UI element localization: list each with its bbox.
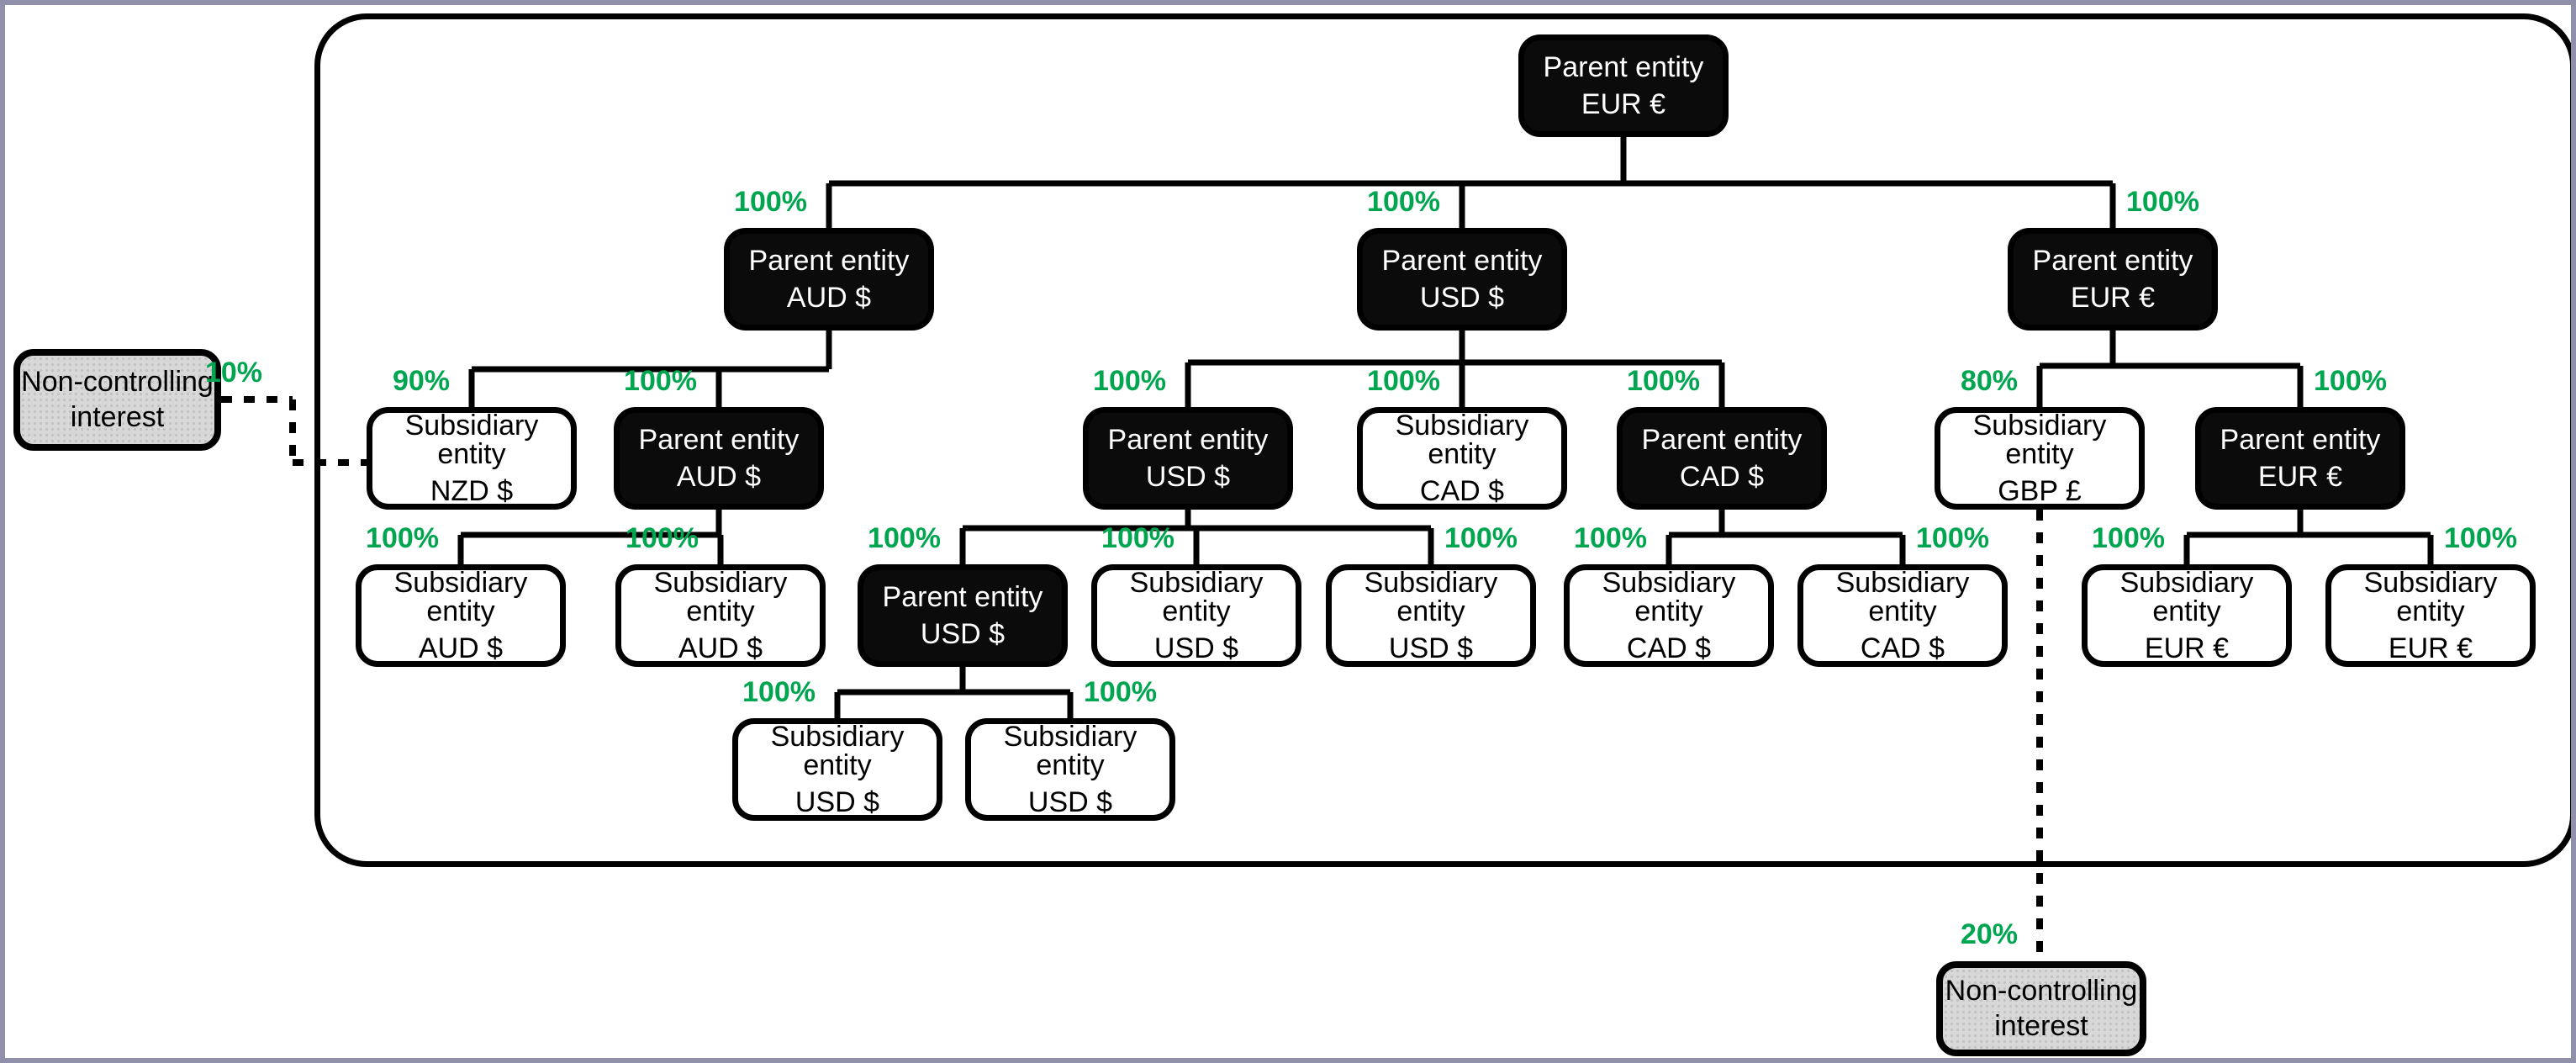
- nci-label-line2: interest: [1994, 1009, 2088, 1042]
- entity-type-label: Subsidiary entity: [404, 410, 539, 470]
- entity-type-label: Parent entity: [1543, 51, 1704, 83]
- entity-currency-label: CAD $: [1419, 475, 1505, 507]
- entity-currency-label: EUR €: [2257, 461, 2343, 493]
- ownership-pct-subaud1: 100%: [366, 522, 439, 554]
- entity-currency-label: CAD $: [1679, 461, 1765, 493]
- ownership-pct-nzd: 90%: [392, 365, 450, 397]
- entity-currency-label: USD $: [1145, 461, 1231, 493]
- entity-currency-label: NZD $: [430, 475, 514, 507]
- ownership-pct-eur: 100%: [2126, 186, 2199, 218]
- ownership-pct-usdp2: 100%: [868, 522, 941, 554]
- ownership-pct-usdc: 100%: [1093, 365, 1166, 397]
- entity-type-label: Subsidiary entity: [1364, 567, 1498, 627]
- entity-type-label: Subsidiary entity: [393, 567, 528, 627]
- ownership-pct-eurp: 100%: [2314, 365, 2387, 397]
- entity-type-label: Parent entity: [638, 424, 800, 456]
- entity-type-label: Subsidiary entity: [1129, 567, 1264, 627]
- ownership-pct-usd: 100%: [1367, 186, 1440, 218]
- nci-label-line2: interest: [70, 400, 165, 433]
- entity-currency-label: USD $: [920, 618, 1006, 650]
- entity-type-label: Subsidiary entity: [1835, 567, 1970, 627]
- entity-currency-label: AUD $: [418, 632, 504, 664]
- group-boundary-frame: [314, 13, 2571, 867]
- entity-type-label: Parent entity: [1641, 424, 1803, 456]
- entity-type-label: Subsidiary entity: [1003, 721, 1138, 781]
- entity-currency-label: EUR €: [2144, 632, 2230, 664]
- entity-currency-label: GBP £: [1998, 475, 2082, 507]
- nci-label-line1: Non-controlling: [1945, 974, 2138, 1007]
- entity-currency-label: USD $: [1419, 282, 1505, 314]
- entity-currency-label: EUR €: [2388, 632, 2473, 664]
- entity-type-label: Parent entity: [1107, 424, 1269, 456]
- entity-currency-label: EUR €: [2070, 282, 2156, 314]
- entity-type-label: Subsidiary entity: [1972, 410, 2107, 470]
- entity-type-label: Subsidiary entity: [770, 721, 905, 781]
- entity-currency-label: CAD $: [1860, 632, 1945, 664]
- ownership-pct-subcad: 100%: [1367, 365, 1440, 397]
- nci-left-pct: 10%: [204, 357, 262, 389]
- entity-currency-label: USD $: [1388, 632, 1474, 664]
- entity-type-label: Parent entity: [748, 245, 910, 277]
- entity-type-label: Parent entity: [2220, 424, 2381, 456]
- ownership-pct-subeur1: 100%: [2092, 522, 2165, 554]
- entity-type-label: Parent entity: [2032, 245, 2193, 277]
- ownership-pct-cadp: 100%: [1627, 365, 1700, 397]
- ownership-pct-subusd1: 100%: [1101, 522, 1175, 554]
- entity-type-label: Subsidiary entity: [1395, 410, 1529, 470]
- entity-currency-label: AUD $: [678, 632, 763, 664]
- ownership-pct-subcad1: 100%: [1574, 522, 1647, 554]
- ownership-pct-subusd3: 100%: [742, 676, 816, 708]
- entity-currency-label: USD $: [794, 786, 880, 818]
- ownership-pct-subeur2: 100%: [2444, 522, 2517, 554]
- ownership-pct-subcad2: 100%: [1916, 522, 1989, 554]
- entity-currency-label: USD $: [1027, 786, 1113, 818]
- entity-type-label: Subsidiary entity: [653, 567, 788, 627]
- ownership-pct-gbp: 80%: [1960, 365, 2018, 397]
- entity-type-label: Subsidiary entity: [1602, 567, 1736, 627]
- entity-type-label: Parent entity: [882, 581, 1043, 613]
- entity-currency-label: USD $: [1153, 632, 1239, 664]
- nci-label-line1: Non-controlling: [21, 365, 214, 398]
- entity-type-label: Subsidiary entity: [2363, 567, 2498, 627]
- entity-currency-label: CAD $: [1626, 632, 1712, 664]
- ownership-pct-subaud2: 100%: [626, 522, 699, 554]
- nci-bottom-pct: 20%: [1960, 918, 2018, 950]
- ownership-pct-aud: 100%: [734, 186, 807, 218]
- entity-currency-label: AUD $: [786, 282, 872, 314]
- entity-type-label: Subsidiary entity: [2119, 567, 2254, 627]
- entity-currency-label: EUR €: [1581, 88, 1666, 120]
- entity-type-label: Parent entity: [1381, 245, 1543, 277]
- ownership-pct-subusd4: 100%: [1084, 676, 1157, 708]
- ownership-pct-subusd2: 100%: [1444, 522, 1518, 554]
- ownership-pct-audc: 100%: [624, 365, 697, 397]
- entity-currency-label: AUD $: [676, 461, 762, 493]
